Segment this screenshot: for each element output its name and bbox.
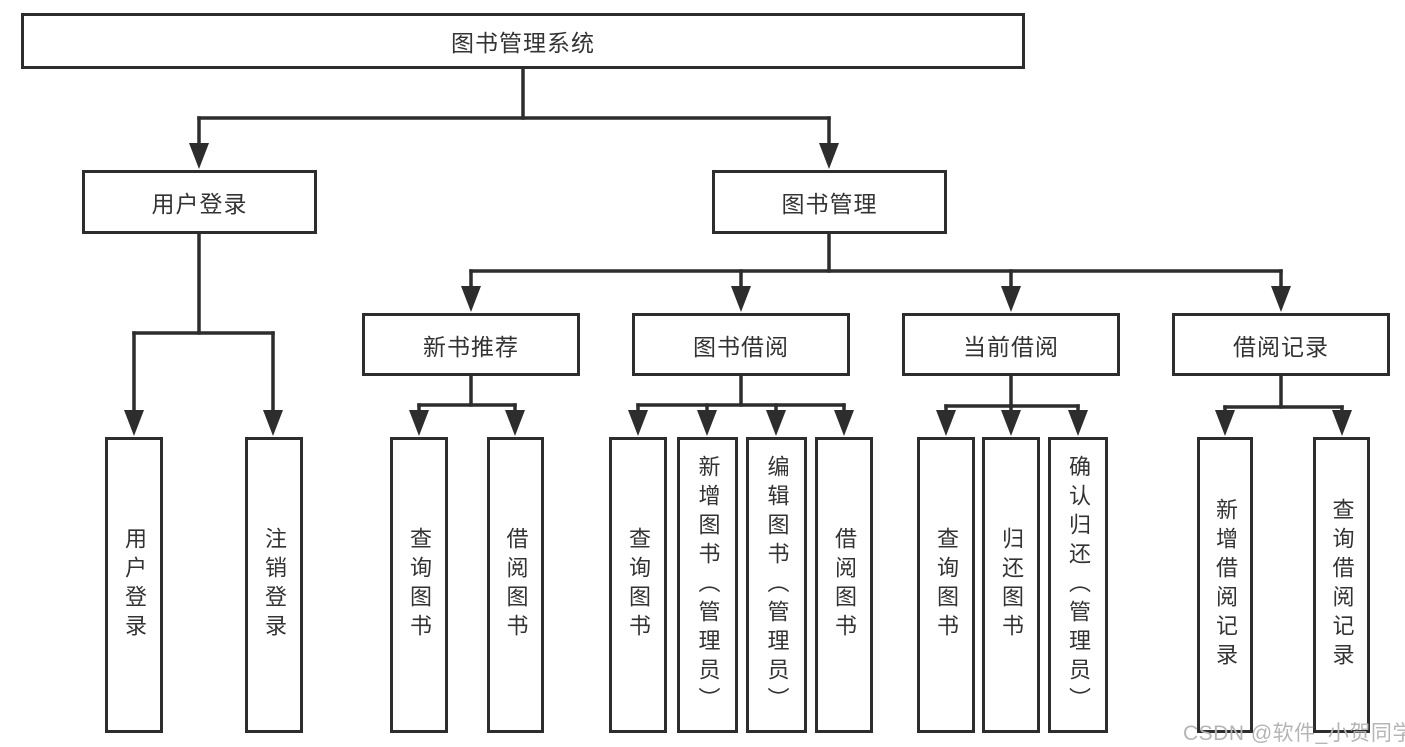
- leaf-borrow-books-recommend: 借阅图书: [487, 437, 544, 733]
- leaf-query-books-current: 查询图书: [917, 437, 975, 733]
- node-label: 借阅图书: [503, 527, 529, 643]
- node-current-borrowing: 当前借阅: [902, 313, 1120, 376]
- node-label: 确认归还（管理员）: [1066, 454, 1091, 716]
- node-user-login: 用户登录: [82, 170, 317, 234]
- node-label: 编辑图书（管理员）: [764, 454, 790, 716]
- node-label: 新增图书（管理员）: [695, 454, 721, 716]
- node-label: 查询图书: [934, 527, 959, 643]
- leaf-logout: 注销登录: [245, 437, 303, 733]
- node-book-management: 图书管理: [712, 170, 947, 234]
- node-label: 当前借阅: [963, 333, 1059, 360]
- leaf-user-login: 用户登录: [105, 437, 163, 733]
- node-label: 图书管理系统: [451, 30, 595, 56]
- leaf-query-borrow-record: 查询借阅记录: [1313, 437, 1370, 733]
- node-library-management-system: 图书管理系统: [21, 13, 1025, 69]
- node-label: 用户登录: [122, 527, 147, 643]
- node-label: 查询借阅记录: [1329, 498, 1355, 672]
- leaf-borrow-books-borrowing: 借阅图书: [815, 437, 873, 733]
- node-label: 查询图书: [626, 527, 651, 643]
- node-label: 图书借阅: [693, 333, 789, 360]
- leaf-add-books-admin: 新增图书（管理员）: [677, 437, 738, 733]
- node-book-borrowing: 图书借阅: [632, 313, 850, 376]
- node-label: 查询图书: [407, 527, 432, 643]
- csdn-watermark: CSDN @软件_小贺同学: [1183, 722, 1405, 745]
- node-label: 注销登录: [262, 527, 287, 643]
- node-new-book-recommendation: 新书推荐: [362, 313, 580, 376]
- leaf-edit-books-admin: 编辑图书（管理员）: [746, 437, 807, 733]
- node-label: 借阅记录: [1233, 333, 1329, 360]
- leaf-add-borrow-record: 新增借阅记录: [1197, 437, 1253, 733]
- node-label: 图书管理: [781, 191, 878, 217]
- leaf-query-books-borrowing: 查询图书: [609, 437, 667, 733]
- leaf-confirm-return-admin: 确认归还（管理员）: [1048, 437, 1108, 733]
- node-label: 借阅图书: [832, 527, 857, 643]
- node-borrowing-records: 借阅记录: [1172, 313, 1390, 376]
- node-label: 用户登录: [151, 191, 248, 217]
- node-label: 新书推荐: [423, 333, 519, 360]
- node-label: 归还图书: [999, 527, 1024, 643]
- leaf-return-books: 归还图书: [982, 437, 1040, 733]
- leaf-query-books-recommend: 查询图书: [390, 437, 448, 733]
- node-label: 新增借阅记录: [1213, 498, 1238, 672]
